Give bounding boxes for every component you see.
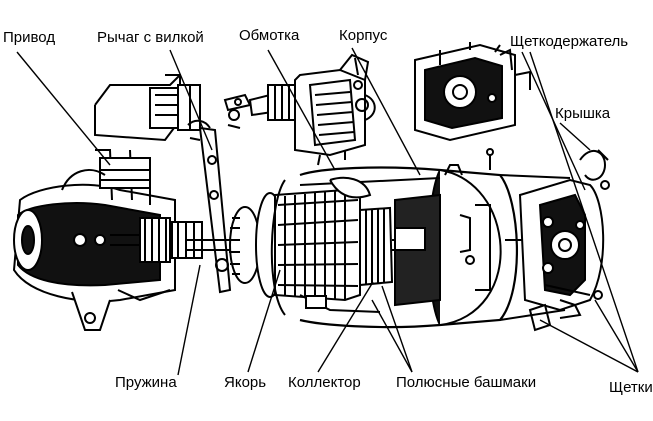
end-cover [499, 149, 610, 332]
drive-housing [12, 149, 203, 331]
armature [185, 188, 420, 302]
solenoid [223, 53, 376, 166]
lever-bracket [94, 74, 201, 142]
label-spring: Пружина [115, 374, 177, 391]
label-cover: Крышка [555, 105, 611, 122]
label-brushes: Щетки [609, 379, 653, 396]
leader-lines [16, 47, 639, 376]
label-privod: Привод [3, 29, 56, 46]
label-lever-fork: Рычаг с вилкой [97, 29, 204, 46]
label-armature: Якорь [224, 374, 267, 391]
label-brush-holder: Щеткодержатель [510, 33, 629, 50]
label-winding: Обмотка [239, 27, 300, 44]
label-housing: Корпус [339, 27, 388, 44]
housing [270, 148, 540, 329]
label-commutator: Коллектор [288, 374, 361, 391]
label-pole-shoes: Полюсные башмаки [396, 374, 537, 391]
brush-holder-plate [414, 42, 531, 142]
